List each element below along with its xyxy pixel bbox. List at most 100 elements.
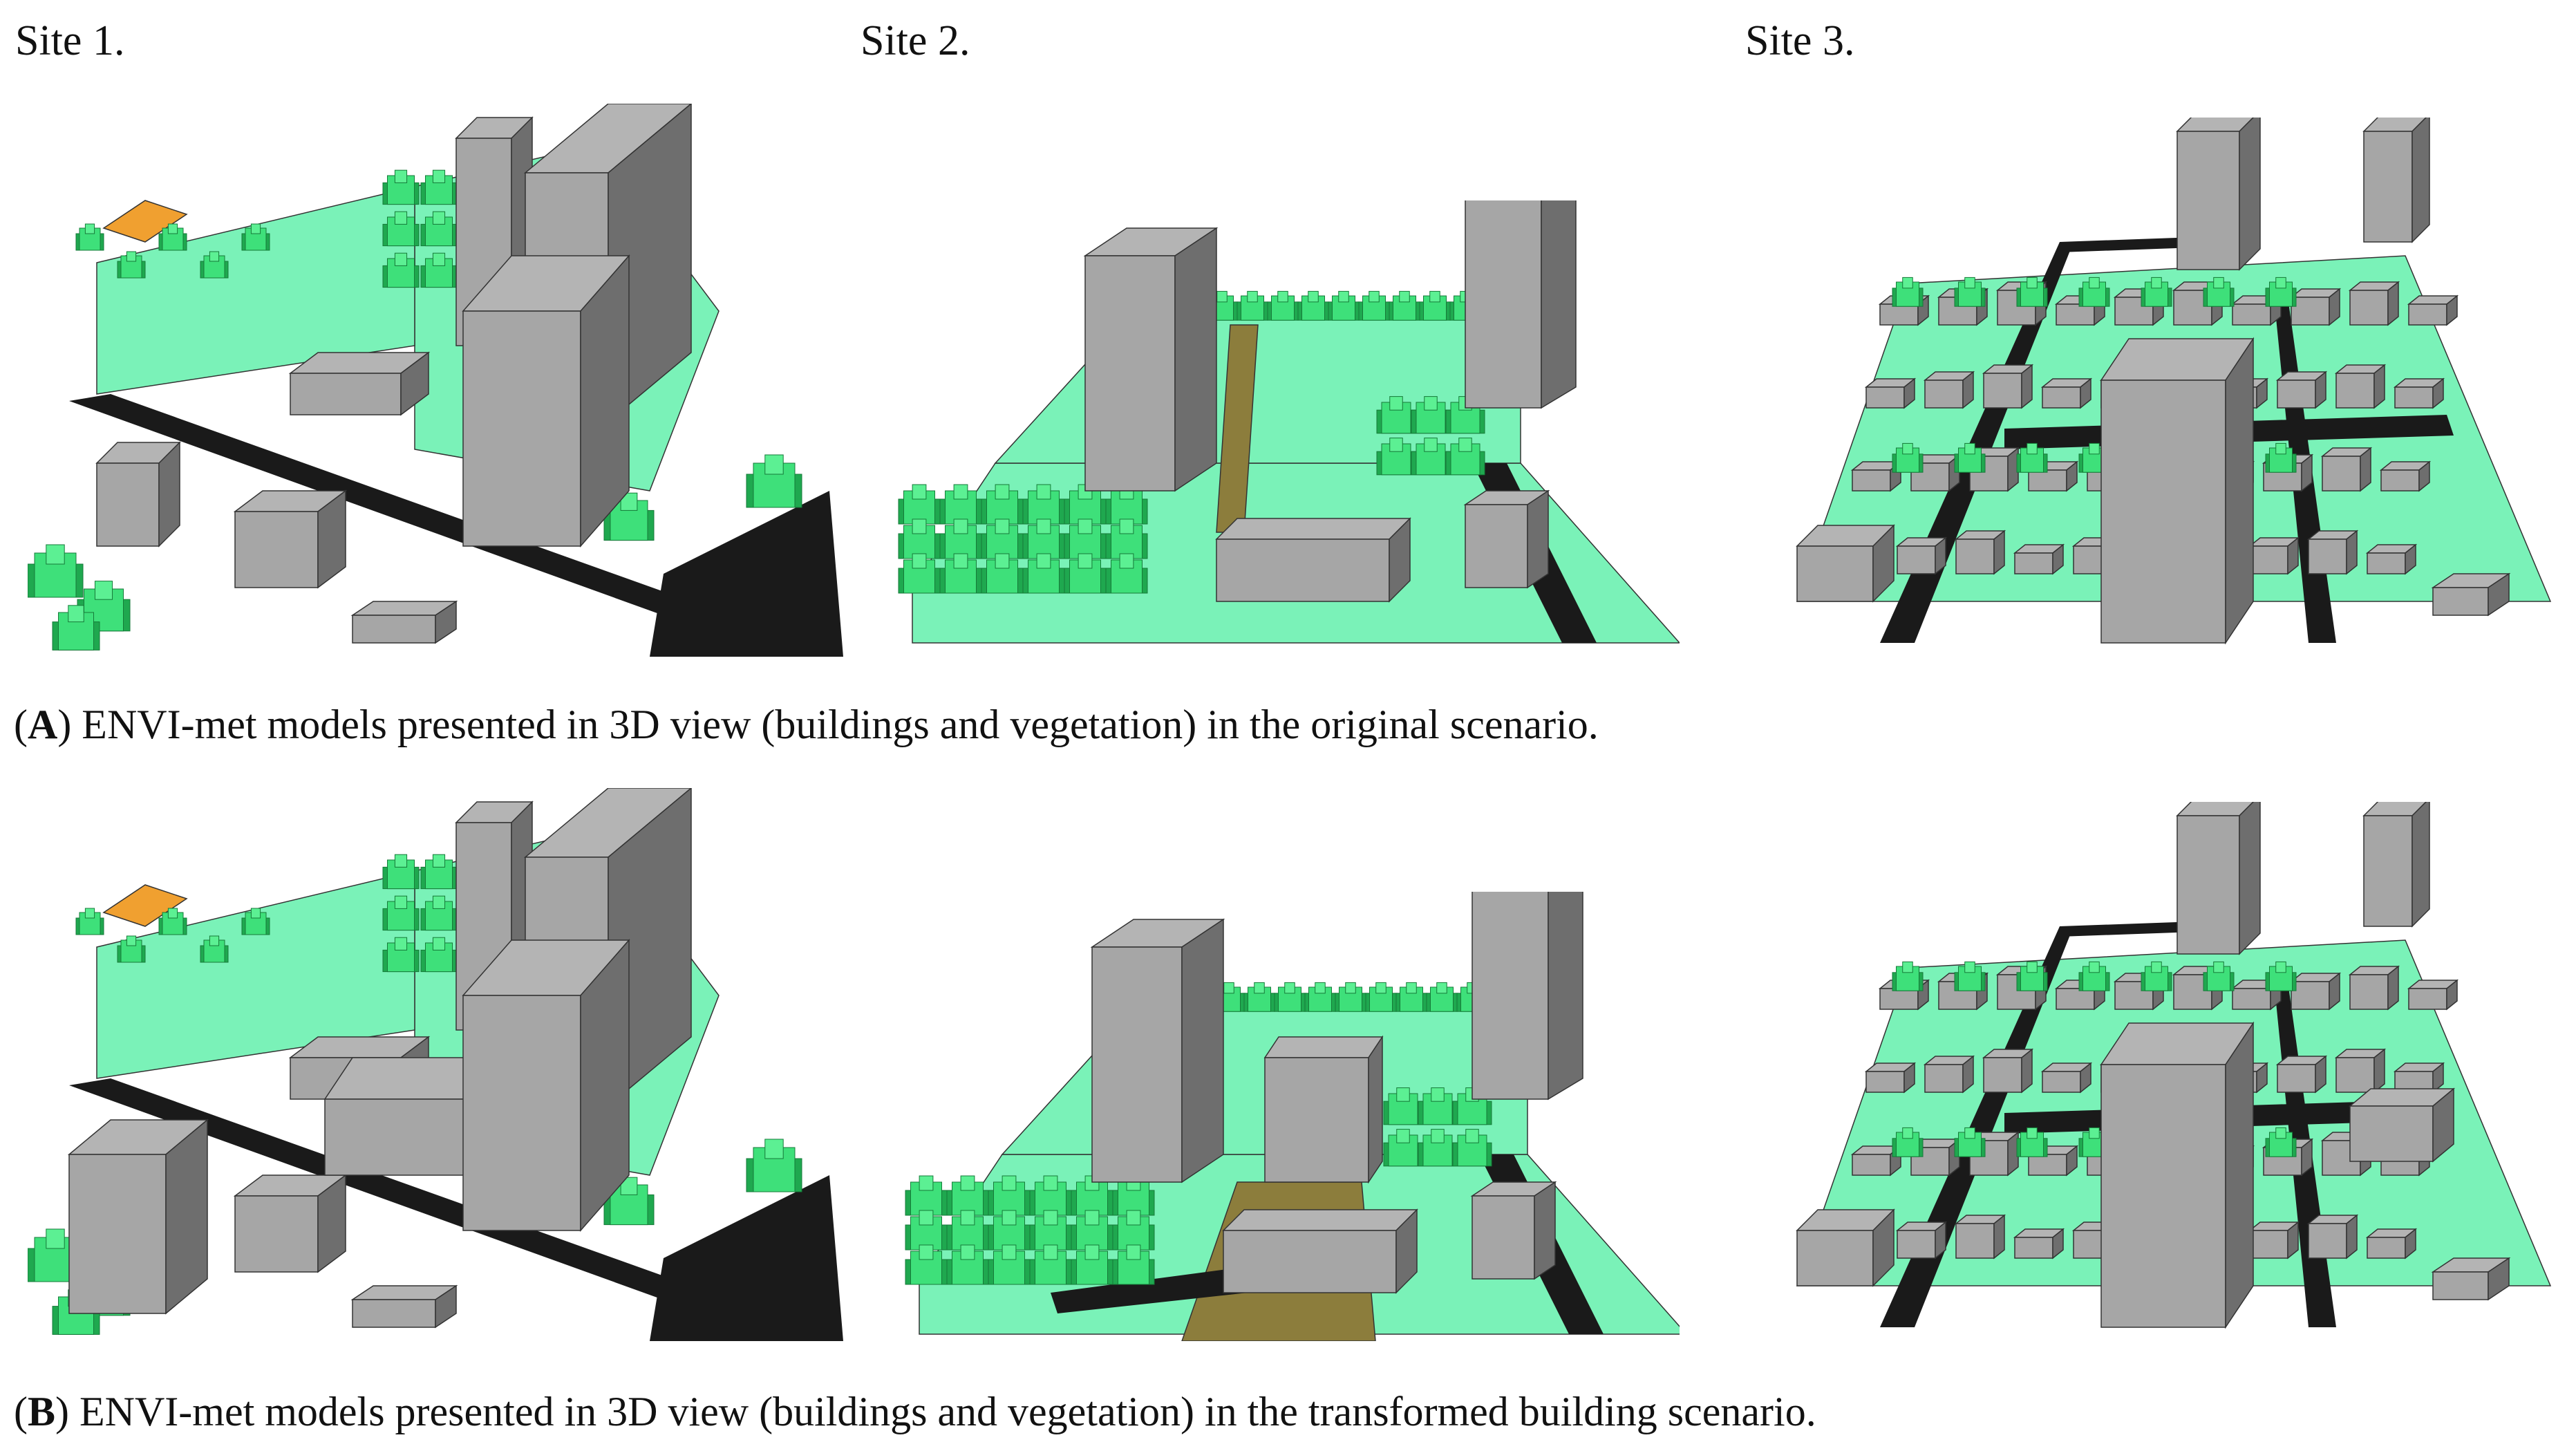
tree-top bbox=[1126, 1244, 1141, 1260]
building-face bbox=[2408, 303, 2447, 326]
road bbox=[69, 1078, 788, 1327]
building-face bbox=[290, 373, 402, 415]
tree-top bbox=[167, 908, 178, 919]
building-side bbox=[2446, 979, 2458, 1011]
building-side bbox=[1395, 1208, 1418, 1294]
caption-a: (A) ENVI-met models presented in 3D view… bbox=[14, 702, 1599, 747]
building-face bbox=[2232, 988, 2271, 1010]
grass-area bbox=[96, 186, 415, 395]
tree-top bbox=[919, 1210, 934, 1226]
tree-top bbox=[394, 211, 408, 225]
grass-area bbox=[96, 870, 415, 1079]
tree-top bbox=[1119, 518, 1134, 534]
tree-top bbox=[1078, 553, 1093, 569]
building-side bbox=[2052, 543, 2064, 575]
tree-top bbox=[1389, 396, 1403, 411]
tree-top bbox=[1406, 982, 1417, 994]
tree-top bbox=[1043, 1210, 1058, 1226]
tree-crown bbox=[1069, 525, 1101, 559]
tree-top bbox=[2275, 277, 2286, 289]
building-side bbox=[2052, 1228, 2064, 1260]
building-side bbox=[1962, 1055, 1974, 1094]
building-face bbox=[1897, 545, 1936, 574]
building-side bbox=[2329, 972, 2340, 1011]
building-face bbox=[1924, 1064, 1964, 1093]
building-face bbox=[2028, 1154, 2067, 1176]
building-side bbox=[2301, 1138, 2313, 1177]
tree-top bbox=[1902, 1127, 1913, 1139]
tree-top bbox=[1223, 982, 1234, 994]
tree-top bbox=[1431, 1129, 1445, 1143]
building-face bbox=[2335, 373, 2375, 409]
building-face bbox=[234, 511, 319, 588]
building-low bbox=[1215, 518, 1411, 540]
building-face bbox=[2432, 1271, 2489, 1300]
tree-top bbox=[46, 544, 65, 565]
building-face bbox=[1879, 988, 1919, 1010]
building-face bbox=[2367, 1237, 2406, 1259]
building-side bbox=[2066, 1145, 2078, 1177]
tree-top bbox=[919, 1244, 934, 1260]
tree-top bbox=[2089, 442, 2100, 455]
scene-a-site-1 bbox=[28, 104, 843, 657]
building-face bbox=[2380, 469, 2420, 492]
building-side bbox=[2287, 1221, 2299, 1260]
building-side bbox=[435, 600, 457, 644]
building-side bbox=[2488, 1257, 2510, 1301]
building-face bbox=[462, 310, 581, 547]
building-side bbox=[2315, 371, 2326, 409]
tree-top bbox=[1964, 961, 1975, 973]
tree-top bbox=[1036, 518, 1051, 534]
tree-top bbox=[995, 484, 1010, 500]
building-face bbox=[2408, 988, 2447, 1010]
caption-b: (B) ENVI-met models presented in 3D view… bbox=[14, 1389, 1816, 1434]
tree-top bbox=[919, 1175, 934, 1191]
building-side bbox=[2256, 377, 2268, 409]
building-side bbox=[1935, 1221, 1946, 1260]
tree-top bbox=[1396, 1129, 1410, 1143]
tree-top bbox=[1431, 1087, 1445, 1102]
tree-top bbox=[1036, 553, 1051, 569]
building-face bbox=[2291, 981, 2330, 1010]
tree-top bbox=[1345, 982, 1356, 994]
building-side bbox=[158, 441, 180, 547]
tree-top bbox=[432, 252, 446, 266]
building-side bbox=[2432, 1087, 2454, 1163]
tree-top bbox=[764, 454, 784, 475]
building-face bbox=[1465, 200, 1542, 409]
tree-top bbox=[250, 223, 261, 234]
building-face bbox=[1924, 380, 1964, 409]
building-side bbox=[2080, 377, 2091, 409]
model-3d-view bbox=[28, 104, 843, 657]
tree-top bbox=[1429, 290, 1440, 303]
tree-top bbox=[1043, 1175, 1058, 1191]
building-face bbox=[2277, 380, 2316, 409]
site-3-label: Site 3. bbox=[1745, 17, 1855, 64]
tree-top bbox=[1084, 1210, 1100, 1226]
building-face bbox=[1223, 1230, 1397, 1293]
building-side bbox=[317, 489, 346, 589]
building-side bbox=[2021, 1048, 2033, 1094]
building-side bbox=[2405, 1228, 2416, 1260]
scene-a-site-3 bbox=[1769, 118, 2564, 657]
building-face bbox=[1865, 1071, 1905, 1093]
road bbox=[650, 1175, 843, 1341]
building-face bbox=[1264, 1057, 1369, 1183]
tree-top bbox=[912, 518, 927, 534]
tree-top bbox=[2089, 961, 2100, 973]
building-side bbox=[2346, 530, 2358, 575]
building-face bbox=[68, 1154, 167, 1314]
building-side bbox=[580, 254, 630, 547]
building-face bbox=[1897, 1230, 1936, 1259]
tree-crown bbox=[120, 939, 142, 963]
building-face bbox=[1852, 469, 1891, 492]
tree-top bbox=[432, 895, 446, 909]
building-side bbox=[2405, 543, 2416, 575]
building-face bbox=[2100, 1064, 2226, 1328]
tree-top bbox=[84, 223, 95, 234]
building-face bbox=[2322, 456, 2361, 492]
building-side bbox=[1541, 200, 1577, 409]
tree-top bbox=[432, 854, 446, 868]
building-face bbox=[1084, 255, 1176, 492]
building-side bbox=[2432, 1062, 2444, 1094]
